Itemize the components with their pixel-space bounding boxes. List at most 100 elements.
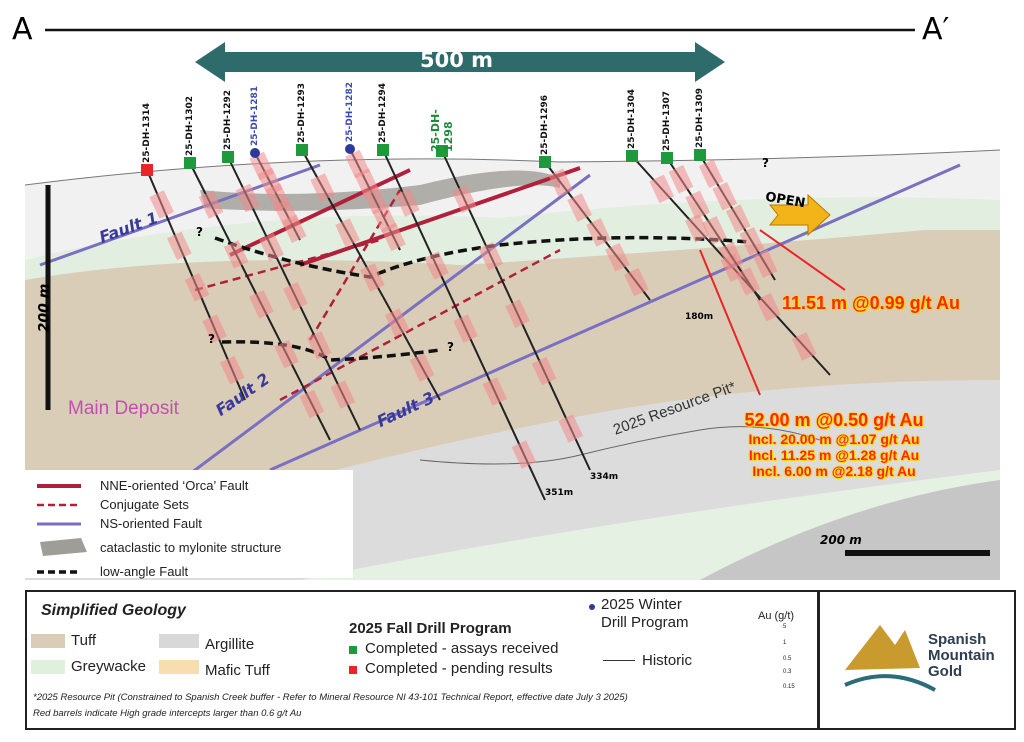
intercept-leader-line	[699, 249, 761, 396]
legend-tuff: Tuff	[71, 632, 97, 649]
drill-hole-label[interactable]: 25-DH-1314	[142, 102, 152, 163]
legend-argillite: Argillite	[205, 636, 255, 653]
high-grade-barrel	[424, 251, 449, 280]
high-grade-barrel	[219, 355, 245, 385]
high-grade-barrel	[482, 377, 508, 406]
low-angle-fault-line	[221, 340, 441, 362]
collar-marker-completed[interactable]	[184, 157, 196, 169]
high-grade-barrel	[310, 173, 336, 202]
spanish-mountain-gold-logo	[844, 625, 936, 692]
high-grade-barrel	[394, 188, 420, 217]
section-start-label: A	[12, 12, 33, 47]
au-tick: 5	[783, 624, 787, 630]
high-grade-barrel	[202, 314, 227, 343]
argillite-swatch	[159, 634, 199, 648]
high-grade-barrel	[718, 241, 744, 271]
drill-hole-label[interactable]: 25-DH-1296	[540, 94, 550, 155]
collar-marker-completed[interactable]	[436, 145, 448, 157]
winter-marker-icon	[589, 604, 595, 610]
drill-hole-label[interactable]: 25-DH-1304	[627, 88, 637, 149]
historic-line-icon	[603, 660, 635, 661]
hole-depth-label: 334m	[590, 472, 619, 482]
bottom-scale-label: 200 m	[820, 533, 862, 547]
high-grade-barrel	[384, 308, 410, 337]
drill-hole-label[interactable]: 25-DH-1293	[297, 82, 307, 143]
logo-text: Spanish Mountain Gold	[928, 632, 995, 680]
legend-historic: Historic	[642, 652, 693, 669]
high-grade-barrel	[335, 218, 360, 247]
high-grade-barrel	[299, 389, 325, 419]
high-grade-barrel	[235, 183, 261, 213]
uncertain-marker: ?	[208, 332, 215, 346]
legend-low-angle-fault: low-angle Fault	[100, 564, 189, 579]
collar-marker-completed[interactable]	[694, 149, 706, 161]
drill-hole-label[interactable]: 25-DH-1294	[378, 82, 388, 143]
intercept-main: 52.00 m @0.50 g/t Au	[744, 410, 924, 430]
high-grade-barrel	[558, 414, 584, 443]
high-grade-barrel	[149, 190, 175, 219]
drill-hole-label[interactable]: 25-DH-1298	[429, 109, 455, 152]
conjugate-set-line	[194, 238, 381, 292]
high-grade-barrel	[259, 232, 284, 262]
legend-fall-title: 2025 Fall Drill Program	[349, 620, 512, 637]
high-grade-barrel	[281, 214, 307, 243]
legend-ns-fault: NS-oriented Fault	[100, 516, 202, 531]
high-grade-barrel	[698, 159, 724, 189]
uncertain-marker: ?	[196, 225, 203, 239]
logo-line: Spanish	[928, 631, 987, 648]
collar-marker-completed[interactable]	[661, 152, 673, 164]
legend-au-title: Au (g/t)	[758, 610, 795, 622]
low-angle-fault-line	[214, 235, 751, 279]
collar-marker-winter[interactable]	[345, 144, 355, 154]
legend-orca-fault: NNE-oriented ‘Orca’ Fault	[100, 478, 249, 493]
high-grade-barrel	[756, 292, 781, 322]
open-arrow-icon	[768, 193, 831, 237]
high-grade-barrel	[409, 353, 435, 382]
collar-marker-completed[interactable]	[222, 151, 234, 163]
pending-marker-icon	[349, 666, 357, 674]
section-end-label: A′	[922, 12, 950, 47]
collar-marker-completed[interactable]	[296, 144, 308, 156]
drill-hole-label[interactable]: 25-DH-1282	[345, 81, 355, 142]
drill-hole-label[interactable]: 25-DH-1281	[250, 85, 260, 146]
high-grade-barrel	[712, 181, 738, 211]
high-grade-barrel	[282, 281, 308, 311]
scale-500m-label: 500 m	[420, 48, 494, 72]
fault-3-line	[269, 163, 961, 472]
drill-hole-label[interactable]: 25-DH-1292	[223, 89, 233, 150]
high-grade-barrel	[505, 299, 530, 328]
high-grade-barrel	[511, 440, 537, 469]
high-grade-barrel	[725, 204, 751, 234]
high-grade-barrel	[685, 190, 711, 220]
au-tick: 0.15	[783, 684, 795, 690]
drill-hole-label[interactable]: 25-DH-1309	[695, 87, 705, 148]
collar-marker-pending[interactable]	[141, 164, 153, 176]
high-grade-barrel	[167, 231, 192, 261]
legend-conjugate-sets: Conjugate Sets	[100, 497, 189, 512]
legend-pending: Completed - pending results	[365, 660, 553, 677]
completed-marker-icon	[349, 646, 357, 654]
high-grade-barrel	[198, 190, 224, 219]
high-grade-barrel	[274, 339, 299, 369]
drill-hole-label[interactable]: 25-DH-1307	[662, 90, 672, 151]
intercept-incl: Incl. 11.25 m @1.28 g/t Au	[748, 447, 920, 463]
high-grade-barrel	[223, 240, 249, 269]
legend-cataclastic: cataclastic to mylonite structure	[100, 540, 282, 555]
high-grade-barrel	[330, 380, 356, 409]
intercept-incl: Incl. 6.00 m @2.18 g/t Au	[752, 463, 916, 479]
fault-2-line	[174, 173, 591, 487]
main-deposit-label: Main Deposit	[68, 398, 179, 419]
collar-marker-completed[interactable]	[377, 144, 389, 156]
tuff-swatch	[31, 634, 65, 648]
high-grade-barrel	[702, 216, 727, 245]
drill-hole-label[interactable]: 25-DH-1302	[185, 95, 195, 156]
structure-legend-symbols	[37, 484, 87, 574]
collar-marker-winter[interactable]	[250, 148, 260, 158]
geology-legend: Simplified Geology Tuff Greywacke Argill…	[25, 590, 819, 730]
collar-marker-completed[interactable]	[626, 150, 638, 162]
uncertain-marker: ?	[447, 340, 454, 354]
high-grade-barrel	[605, 242, 630, 272]
high-grade-barrel	[453, 314, 478, 343]
legend-mafic-tuff: Mafic Tuff	[205, 662, 270, 679]
collar-marker-completed[interactable]	[539, 156, 551, 168]
